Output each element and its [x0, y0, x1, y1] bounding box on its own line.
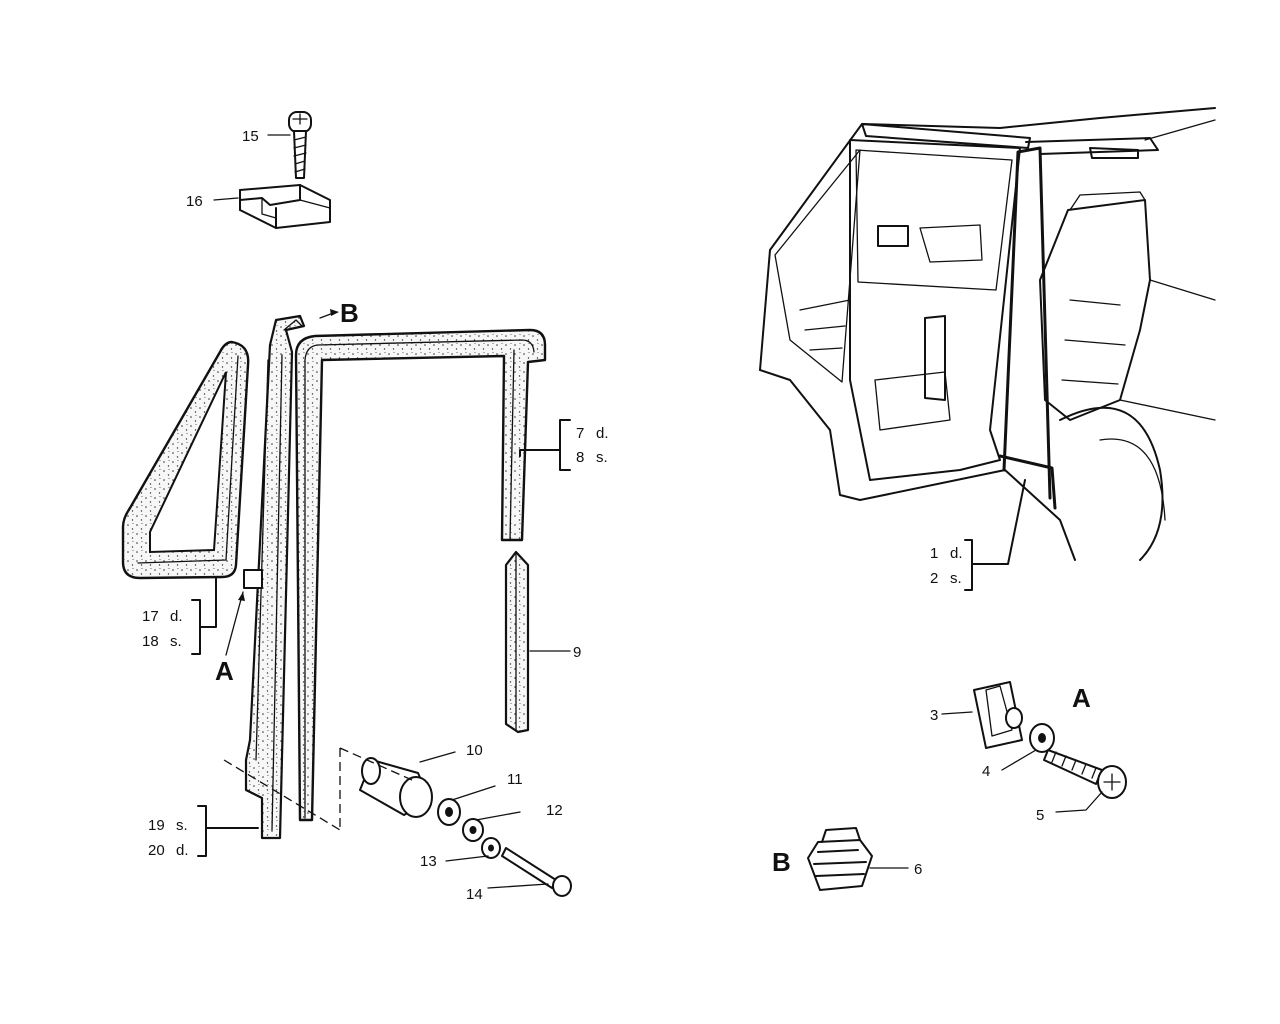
- label-15: 15: [242, 128, 259, 145]
- label-8: 8: [576, 449, 584, 466]
- clip-3: [973, 681, 1023, 749]
- label-17-side: d.: [170, 608, 183, 625]
- label-3: 3: [930, 707, 938, 724]
- washer-12: [462, 818, 484, 842]
- label-18-side: s.: [170, 633, 182, 650]
- washer-11: [437, 798, 461, 826]
- label-11: 11: [507, 771, 523, 788]
- label-2-side: s.: [950, 570, 962, 587]
- bolt-14: [501, 847, 572, 897]
- label-18: 18: [142, 633, 159, 650]
- label-14: 14: [466, 886, 483, 903]
- label-10: 10: [466, 742, 483, 759]
- label-6: 6: [914, 861, 922, 878]
- label-17: 17: [142, 608, 159, 625]
- leader-lines: [191, 134, 1103, 889]
- washer-4: [1029, 723, 1055, 753]
- label-5: 5: [1036, 807, 1044, 824]
- division-channel-19-20: [243, 314, 306, 840]
- label-13: 13: [420, 853, 437, 870]
- seal-strip-9: [504, 550, 530, 734]
- label-12: 12: [546, 802, 563, 819]
- assembly-centerline: [223, 747, 413, 831]
- label-20: 20: [148, 842, 165, 859]
- quarter-window-seal-17-18: [121, 340, 250, 580]
- clip-16: [239, 184, 331, 229]
- label-1-side: d.: [950, 545, 963, 562]
- label-19: 19: [148, 817, 165, 834]
- detail-a-marker-right: A: [1072, 683, 1091, 713]
- detail-a-marker-left: A: [215, 656, 234, 686]
- label-19-side: s.: [176, 817, 188, 834]
- label-4: 4: [982, 763, 990, 780]
- label-7: 7: [576, 425, 584, 442]
- screw-5: [1043, 749, 1127, 799]
- label-20-side: d.: [176, 842, 189, 859]
- screw-15: [288, 111, 312, 179]
- washer-13: [481, 837, 501, 859]
- label-9: 9: [573, 644, 581, 661]
- label-2: 2: [930, 570, 938, 587]
- label-8-side: s.: [596, 449, 608, 466]
- detail-b-marker-right: B: [772, 847, 791, 877]
- grommet-6: [807, 827, 873, 891]
- label-7-side: d.: [596, 425, 609, 442]
- detail-b-marker-left: B: [340, 298, 359, 328]
- label-16: 16: [186, 193, 203, 210]
- car-rear-door-illustration: [759, 107, 1216, 561]
- label-1: 1: [930, 545, 938, 562]
- door-frame-seal-7-8: [294, 328, 547, 822]
- bumper-10: [359, 757, 433, 818]
